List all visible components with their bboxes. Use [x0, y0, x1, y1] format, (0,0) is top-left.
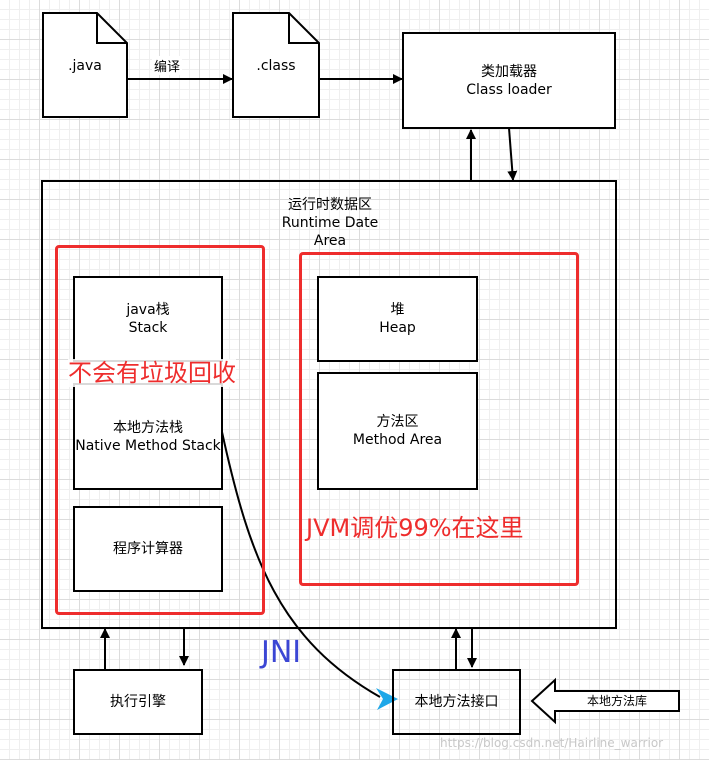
native-method-stack-box — [73, 383, 223, 490]
runtime-label-en-2: Area — [313, 233, 347, 249]
heap-box — [317, 276, 478, 362]
method-area-box — [317, 372, 478, 490]
native-interface-label: 本地方法接口 — [414, 694, 499, 710]
method-area-label-cn: 方法区 — [376, 414, 419, 430]
program-counter-box — [73, 506, 223, 592]
method-area-label: 方法区 Method Area — [317, 372, 478, 490]
heap-label-cn: 堆 — [390, 302, 405, 318]
java-stack-label-cn: java栈 — [126, 302, 170, 318]
runtime-data-area-label: 运行时数据区 Runtime Date Area — [270, 196, 390, 250]
runtime-data-area-box — [41, 180, 617, 629]
no-gc-annotation: 不会有垃圾回收 — [68, 359, 236, 387]
jni-arrowhead — [376, 688, 398, 710]
execution-engine-box — [73, 669, 203, 735]
runtime-label-en-1: Runtime Date — [281, 215, 379, 231]
class-loader-label-en: Class loader — [466, 81, 552, 98]
class-loader-label: 类加载器 Class loader — [402, 32, 616, 129]
jvm-tuning-highlight — [299, 252, 579, 586]
native-method-stack-label: 本地方法栈 Native Method Stack — [73, 400, 223, 474]
native-library-arrow — [530, 677, 680, 725]
watermark: https://blog.csdn.net/Hairline_warrior — [440, 736, 664, 750]
no-gc-highlight — [55, 245, 265, 615]
program-counter-label: 程序计算器 — [113, 541, 183, 557]
heap-label: 堆 Heap — [317, 276, 478, 362]
java-file-label: .java — [68, 58, 102, 74]
class-loader-box — [402, 32, 616, 129]
heap-label-en: Heap — [379, 320, 416, 336]
method-area-label-en: Method Area — [352, 432, 443, 448]
java-stack-label: java栈 Stack — [73, 276, 223, 362]
execution-engine-label: 执行引擎 — [110, 694, 166, 710]
class-file-label: .class — [256, 58, 296, 74]
compile-edge-label: 编译 — [152, 56, 183, 75]
class-loader-label-cn: 类加载器 — [481, 63, 537, 80]
jni-label: JNI — [261, 635, 302, 670]
native-interface-box — [392, 669, 521, 735]
java-stack-box — [73, 276, 223, 362]
java-stack-label-en: Stack — [128, 320, 168, 336]
native-library-label: 本地方法库 — [586, 694, 647, 708]
jni-curve — [221, 431, 381, 698]
loader-to-runtime-arrow — [507, 127, 518, 181]
native-method-stack-label-en: Native Method Stack — [75, 438, 221, 454]
runtime-label-cn: 运行时数据区 — [288, 197, 372, 213]
jvm-tuning-annotation: JVM调优99%在这里 — [306, 514, 524, 542]
native-method-stack-label-cn: 本地方法栈 — [113, 420, 183, 436]
